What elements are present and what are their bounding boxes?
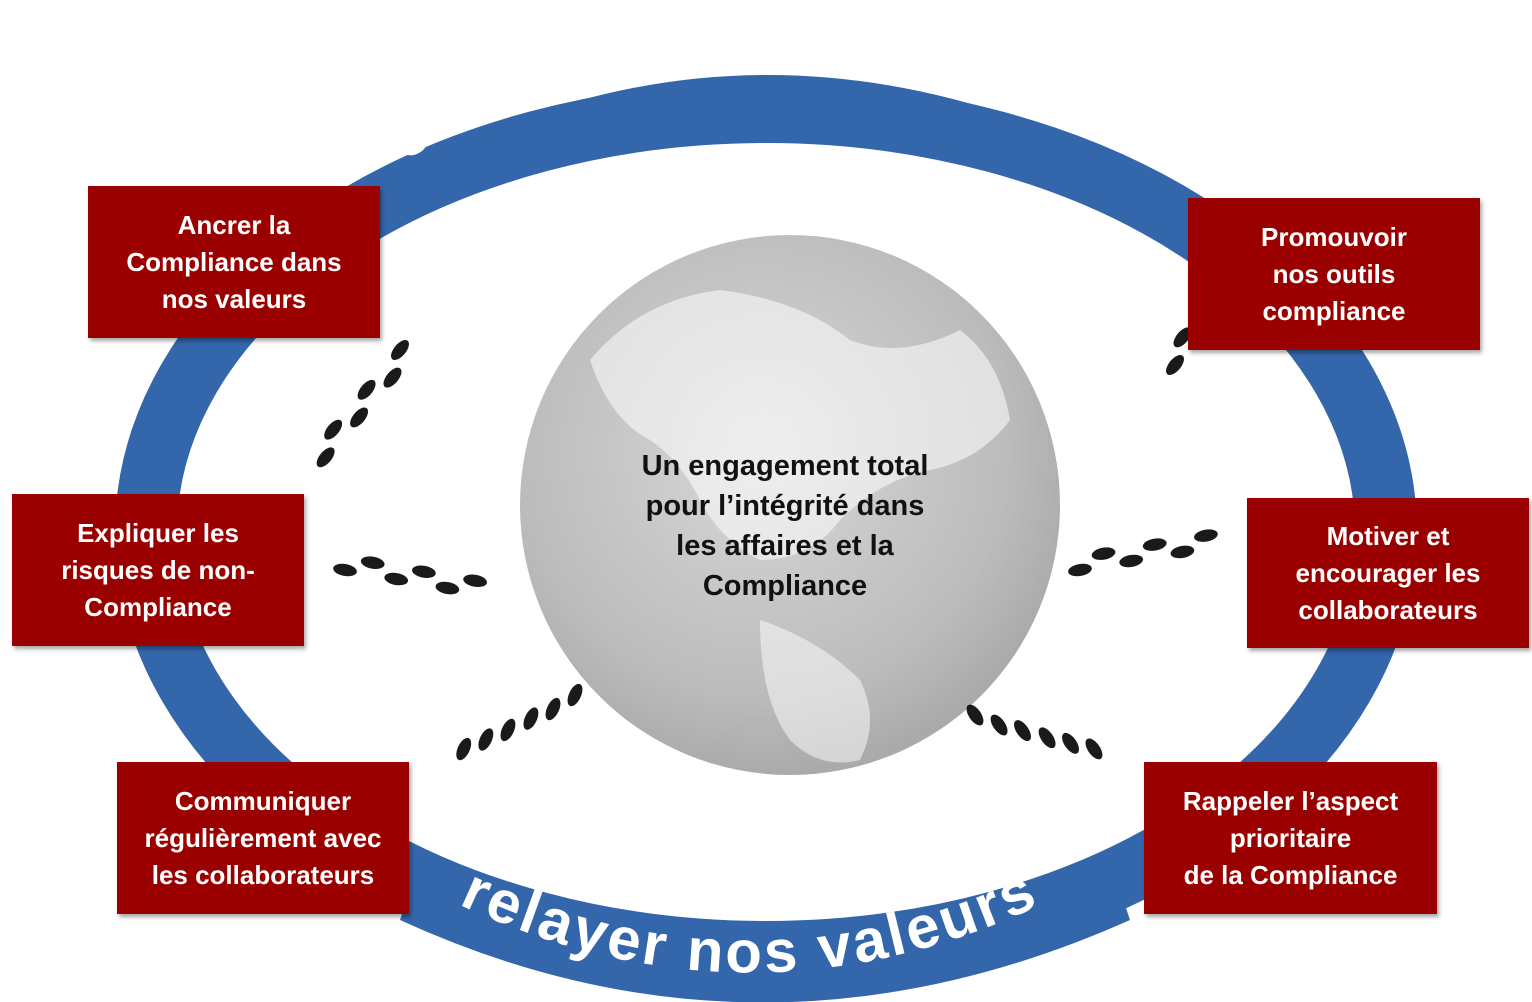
box-line: de la Compliance [1183,859,1398,890]
action-box-ancrer: Ancrer la Compliance dans nos valeurs [88,186,380,338]
box-line: Promouvoir [1261,221,1407,252]
box-line: Motiver et [1326,520,1450,551]
box-line: compliance [1262,295,1406,326]
center-line: Compliance [702,570,868,602]
box-line: régulièrement avec [144,822,382,853]
action-box-rappeler: Rappeler l’aspect prioritaire de la Comp… [1144,762,1437,914]
box-line: encourager les [1295,557,1481,588]
box-line: risques de non- [61,554,255,585]
center-line: Un engagement total [641,450,929,482]
box-line: collaborateurs [1298,594,1478,625]
center-message: Un engagement total pour l’intégrité dan… [560,446,1010,606]
action-box-expliquer: Expliquer les risques de non- Compliance [12,494,304,646]
action-box-promouvoir: Promouvoir nos outils compliance [1188,198,1480,350]
box-line: Compliance [84,591,232,622]
box-line: nos outils [1272,258,1396,289]
footprints-icon [316,247,1259,761]
box-line: les collaborateurs [151,859,375,890]
box-line: Rappeler l’aspect [1182,785,1399,816]
globe-icon [520,235,1060,775]
action-box-communiquer: Communiquer régulièrement avec les colla… [117,762,409,914]
box-line: prioritaire [1229,822,1352,853]
box-line: Expliquer les [77,517,239,548]
box-line: Compliance dans [126,246,342,277]
action-box-motiver: Motiver et encourager les collaborateurs [1247,498,1529,648]
box-line: nos valeurs [161,283,307,314]
ring-bottom-banner [400,860,1130,1002]
ring-top-banner [355,75,1195,235]
box-line: Communiquer [174,785,352,816]
center-line: les affaires et la [676,530,894,562]
box-line: Ancrer la [177,209,291,240]
center-line: pour l’intégrité dans [645,490,925,522]
